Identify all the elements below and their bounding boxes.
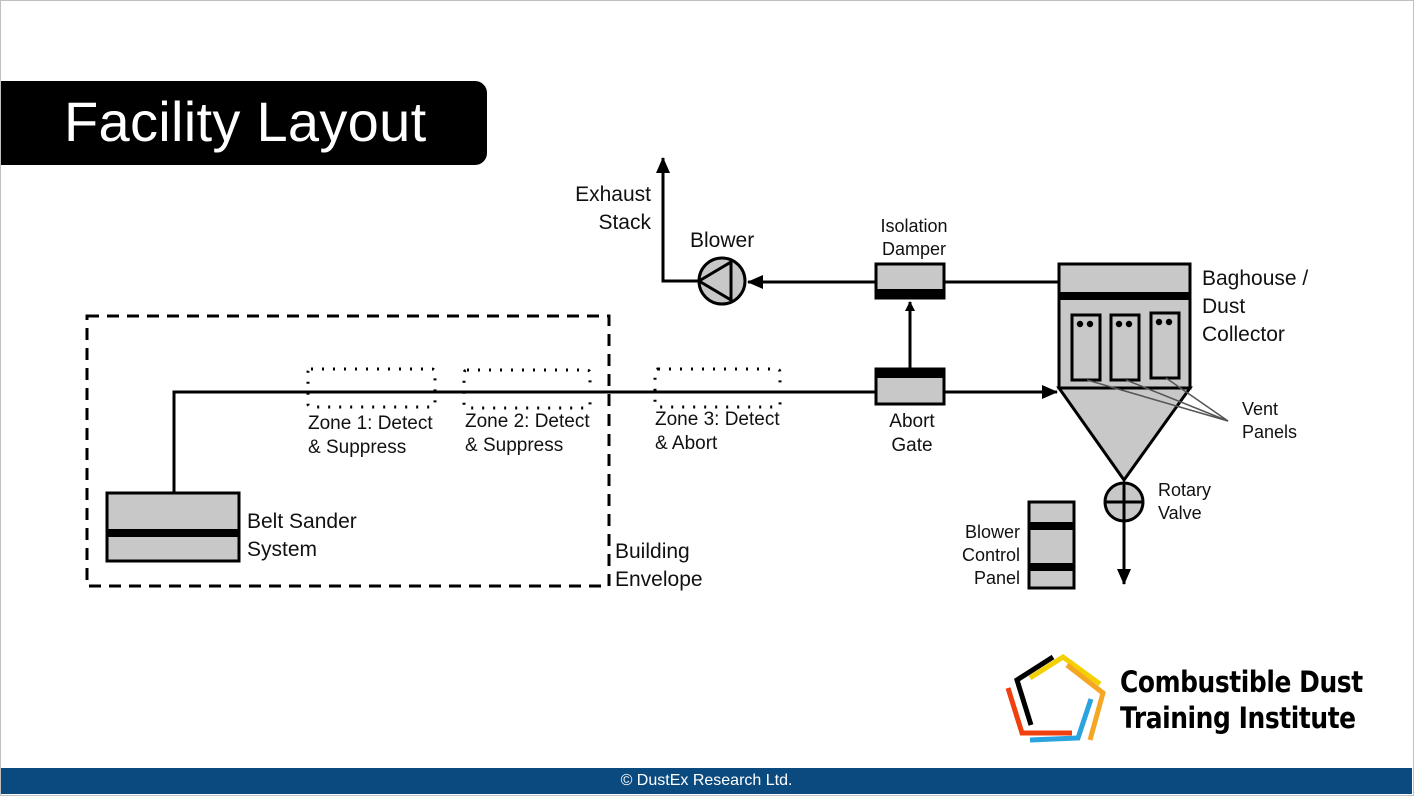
zone-3-marker (653, 367, 782, 409)
blower-control-panel-label: Blower Control Panel (961, 522, 1020, 588)
zone-1-marker (306, 367, 437, 409)
blower-label: Blower (690, 229, 755, 252)
belt-sander-label: Belt Sander System (247, 510, 357, 561)
zone-1-label: Zone 1: Detect & Suppress (308, 413, 433, 458)
footer-bar: © DustEx Research Ltd. (1, 768, 1412, 794)
abort-gate-label: Abort Gate (889, 411, 935, 456)
belt-sander-icon (105, 491, 241, 563)
vent-panels-label: Vent Panels (1242, 399, 1298, 442)
copyright-text: © DustEx Research Ltd. (620, 772, 793, 789)
blower-icon (696, 256, 747, 306)
building-envelope-label: Building Envelope (615, 540, 703, 591)
baghouse-icon (1056, 262, 1193, 483)
isolation-damper-label: Isolation Damper (880, 216, 948, 259)
baghouse-label: Baghouse / Dust Collector (1202, 267, 1309, 346)
logo-line-2: Training Institute (1120, 701, 1356, 735)
abort-gate-icon (874, 367, 946, 406)
vent-panel-1 (1070, 313, 1102, 382)
blower-control-panel-icon (1027, 500, 1076, 590)
building-envelope-boundary (85, 314, 611, 588)
rotary-valve-label: Rotary Valve (1158, 480, 1212, 523)
main-duct-line (172, 385, 1058, 492)
cdti-logo-icon (1005, 653, 1106, 743)
logo-line-1: Combustible Dust (1120, 665, 1363, 699)
logo-text: Combustible Dust Training Institute (1120, 664, 1363, 736)
slide-title: Facility Layout (64, 90, 427, 153)
vent-panels-leader-lines (1086, 377, 1229, 422)
title-banner (1, 81, 487, 165)
zone-2-label: Zone 2: Detect & Suppress (465, 411, 590, 456)
rotary-valve-icon (1103, 481, 1145, 523)
exhaust-stack-label: Exhaust Stack (575, 183, 651, 234)
vent-panel-2 (1109, 313, 1141, 382)
isolation-damper-icon (874, 262, 946, 300)
zone-2-marker (462, 368, 592, 410)
vent-panel-3 (1149, 311, 1181, 380)
exhaust-stack-line (656, 157, 699, 283)
zone-3-label: Zone 3: Detect & Abort (655, 409, 780, 454)
